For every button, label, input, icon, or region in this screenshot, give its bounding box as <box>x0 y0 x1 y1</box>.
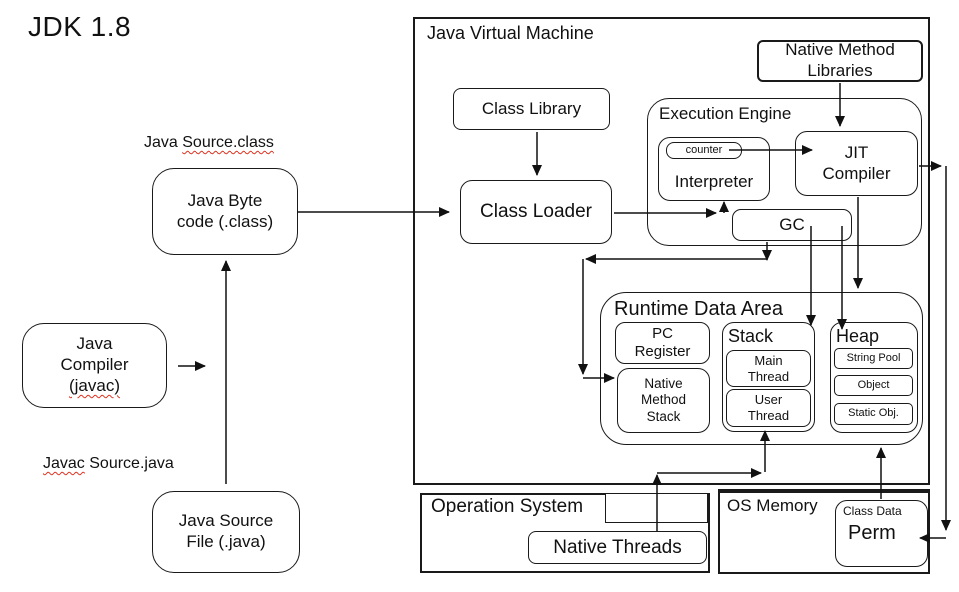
object-box: Object <box>834 375 913 396</box>
java-source-class-label: Java Source.class <box>144 134 274 152</box>
jvm-label: Java Virtual Machine <box>427 23 594 43</box>
java-compiler-box: Java Compiler (javac) <box>22 323 167 408</box>
java-source-file-box: Java Source File (.java) <box>152 491 300 573</box>
jvm-container-box <box>413 17 930 485</box>
gc-box: GC <box>732 209 852 241</box>
class-data-perm-box <box>835 500 928 567</box>
os-memory-label: OS Memory <box>727 496 818 515</box>
java-byte-code-box: Java Byte code (.class) <box>152 168 298 255</box>
perm-label: Perm <box>848 522 896 544</box>
javac-source-suffix: Source.java <box>84 455 174 472</box>
main-thread-box: Main Thread <box>726 350 811 387</box>
java-compiler-line2: Compiler <box>60 355 129 375</box>
heap-label: Heap <box>836 326 880 346</box>
javac-source-wavy-text: Javac <box>43 455 85 472</box>
native-threads-box: Native Threads <box>528 531 707 564</box>
operation-system-label: Operation System <box>431 496 584 517</box>
java-source-class-prefix: Java <box>144 134 183 151</box>
class-data-label: Class Data <box>843 504 902 518</box>
execution-engine-label: Execution Engine <box>659 104 792 123</box>
native-method-libraries-box: Native Method Libraries <box>757 40 923 82</box>
operation-system-notch-rect <box>605 493 708 523</box>
class-library-box: Class Library <box>453 88 610 130</box>
java-source-class-wavy-text: Source.class <box>182 134 274 151</box>
page-title: JDK 1.8 <box>28 11 132 42</box>
runtime-data-area-label: Runtime Data Area <box>614 298 783 320</box>
stack-label: Stack <box>728 326 774 346</box>
user-thread-box: User Thread <box>726 389 811 427</box>
native-method-stack-box: Native Method Stack <box>617 368 710 433</box>
java-compiler-line1: Java <box>76 334 113 354</box>
java-compiler-line3: (javac) <box>68 375 120 395</box>
javac-source-java-label: Javac Source.java <box>43 455 174 473</box>
static-obj-box: Static Obj. <box>834 403 913 425</box>
jit-compiler-box: JIT Compiler <box>795 131 918 196</box>
class-loader-box: Class Loader <box>460 180 612 244</box>
pc-register-box: PC Register <box>615 322 710 364</box>
string-pool-box: String Pool <box>834 348 913 369</box>
counter-box: counter <box>666 142 742 159</box>
